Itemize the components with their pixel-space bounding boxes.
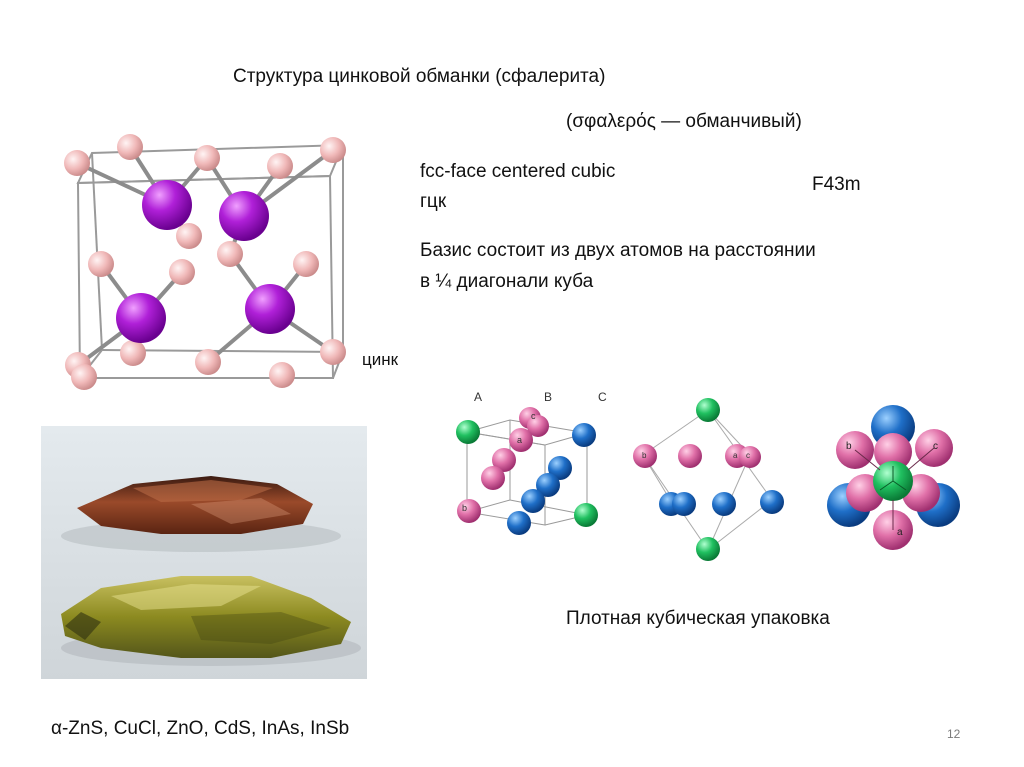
atom-label-a-3: a	[897, 527, 903, 538]
atom-label-a: a	[517, 435, 522, 445]
atom-label-b: b	[462, 503, 467, 513]
atom-label-b-3: b	[846, 441, 852, 452]
atom-label-c: c	[531, 411, 536, 421]
packing-cube-diagram: c a b	[456, 407, 598, 535]
packing-top-view-diagram: b c a	[827, 405, 960, 550]
packing-tilted-diagram: b a c	[633, 398, 784, 561]
atom-label-c-3: c	[933, 441, 938, 452]
atom-label-c-2: c	[746, 451, 750, 460]
atom-label-b-2: b	[642, 451, 647, 460]
atom-label-a-2: a	[733, 451, 738, 460]
